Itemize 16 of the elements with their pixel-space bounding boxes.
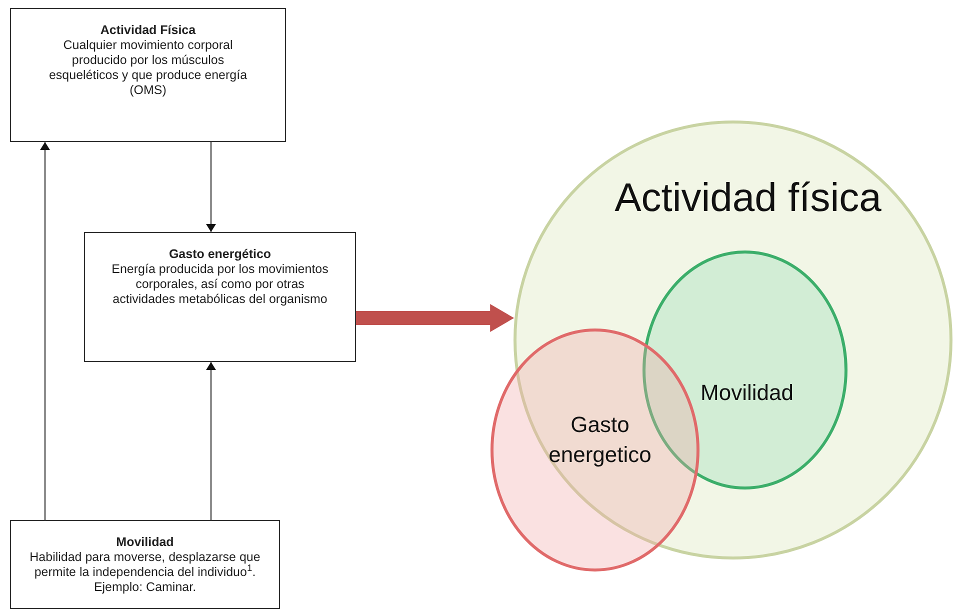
arrow bbox=[40, 142, 50, 520]
box-title: Movilidad bbox=[116, 535, 174, 550]
text-box bbox=[84, 232, 356, 362]
text-box bbox=[10, 520, 280, 609]
box-description: Cualquier movimiento corporal producido por los músculos esqueléticos y que produce energía (OMS) bbox=[48, 38, 248, 98]
box-title: Gasto energético bbox=[168, 247, 272, 262]
box-title: Actividad Física bbox=[100, 23, 196, 38]
box-description: Habilidad para moverse, desplazarse que permite la independencia del individuo$^{1}$. Ejemplo: Caminar. bbox=[28, 550, 262, 595]
circle-label: Actividad física bbox=[614, 175, 882, 222]
arrow bbox=[206, 362, 216, 520]
circle-label: Gasto energetico bbox=[548, 411, 652, 469]
block-arrow bbox=[356, 304, 514, 332]
text-box bbox=[10, 8, 286, 142]
box-description: Energía producida por los movimientos corporales, así como por otras actividades metabólicas del organismo bbox=[110, 262, 330, 307]
circle-label: Movilidad bbox=[700, 379, 794, 407]
arrow bbox=[206, 142, 216, 232]
